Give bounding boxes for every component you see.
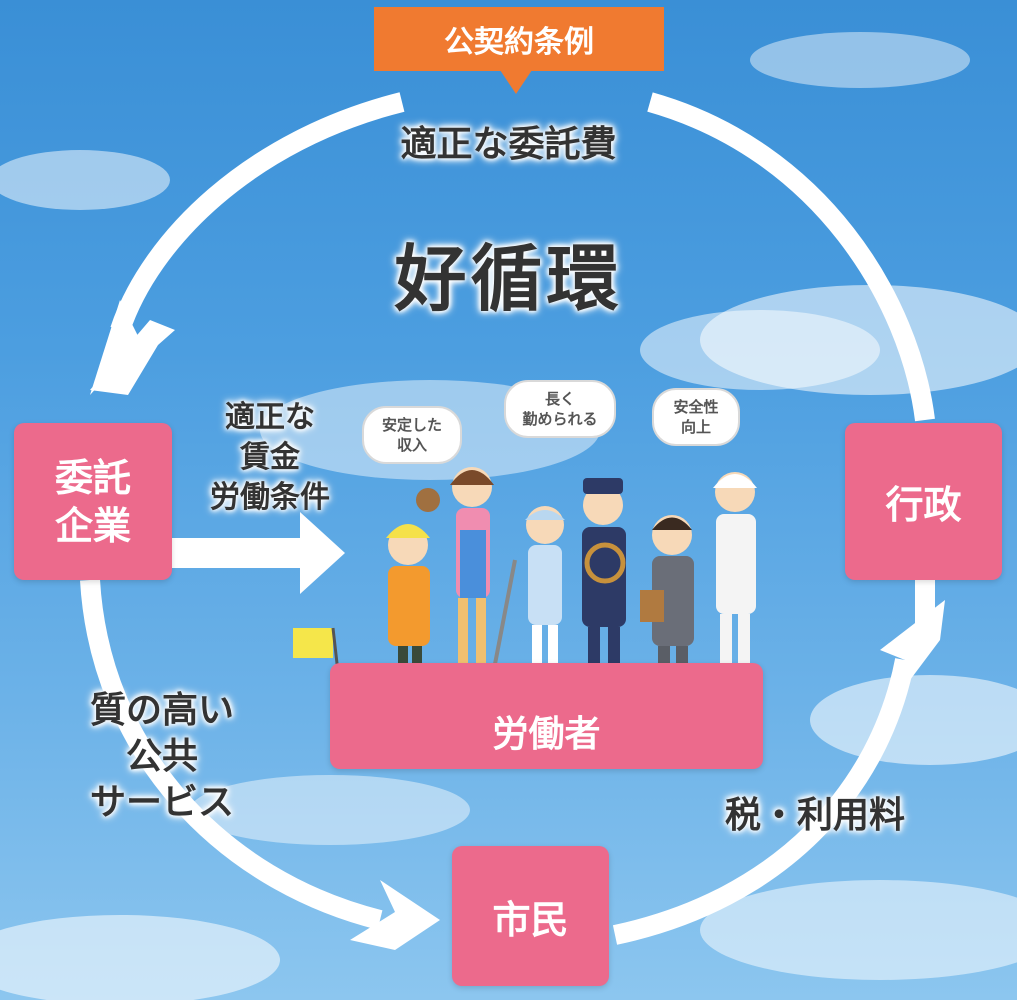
clouds [0,32,1017,1000]
safety-line-1: 安全性 [673,398,719,416]
worker-station [582,478,626,687]
longwork-bubble: 長く 勤められる [504,380,616,438]
service-line-2: 公共 [125,736,198,777]
arrowhead-left-down-b [90,300,140,395]
income-bubble: 安定した 収入 [362,406,462,464]
longwork-line-1: 長く [544,390,575,408]
income-line-2: 収入 [396,436,427,454]
wage-line-2: 賃金 [240,440,300,475]
wage-line-3: 労働条件 [210,480,330,515]
worker-childcare [416,467,494,668]
fee-label: 適正な委託費 [400,124,617,165]
wage-label: 適正な 賃金 労働条件 [192,398,348,518]
ordinance-banner: 公契約条例 [374,7,664,71]
ordinance-pointer [500,70,532,94]
wage-arrow [172,512,345,594]
service-line-1: 質の高い [89,690,234,731]
safety-line-2: 向上 [680,418,711,436]
worker-food [713,472,757,672]
wage-line-1: 適正な [225,400,315,435]
safety-bubble: 安全性 向上 [652,388,740,446]
longwork-line-2: 勤められる [522,410,598,428]
arc-right [612,658,915,945]
government-box: 行政 [845,423,1002,580]
arc-top [110,92,405,334]
contractor-box: 委託 企業 [14,423,172,580]
diagram-title: 好循環 [394,237,623,321]
service-line-3: サービス [89,782,234,823]
contractor-line-1: 委託 [54,455,131,500]
arc-top-right [647,92,935,422]
worker-cleaner [455,506,565,695]
arrowhead-to-government [880,600,945,700]
arrowhead-to-citizens [350,880,440,950]
contractor-line-2: 企業 [54,503,131,548]
income-line-1: 安定した [381,416,442,434]
service-label: 質の高い 公共 サービス [62,688,262,826]
arrowhead-left-down [90,320,175,395]
cycle-arrows [80,92,935,945]
workers-illustration [293,467,757,716]
arc-left [80,579,383,930]
citizens-box: 市民 [452,846,609,986]
tax-label: 税・利用料 [724,795,905,836]
arrow-heads [90,300,945,950]
workers-box: 労働者 [330,663,763,769]
